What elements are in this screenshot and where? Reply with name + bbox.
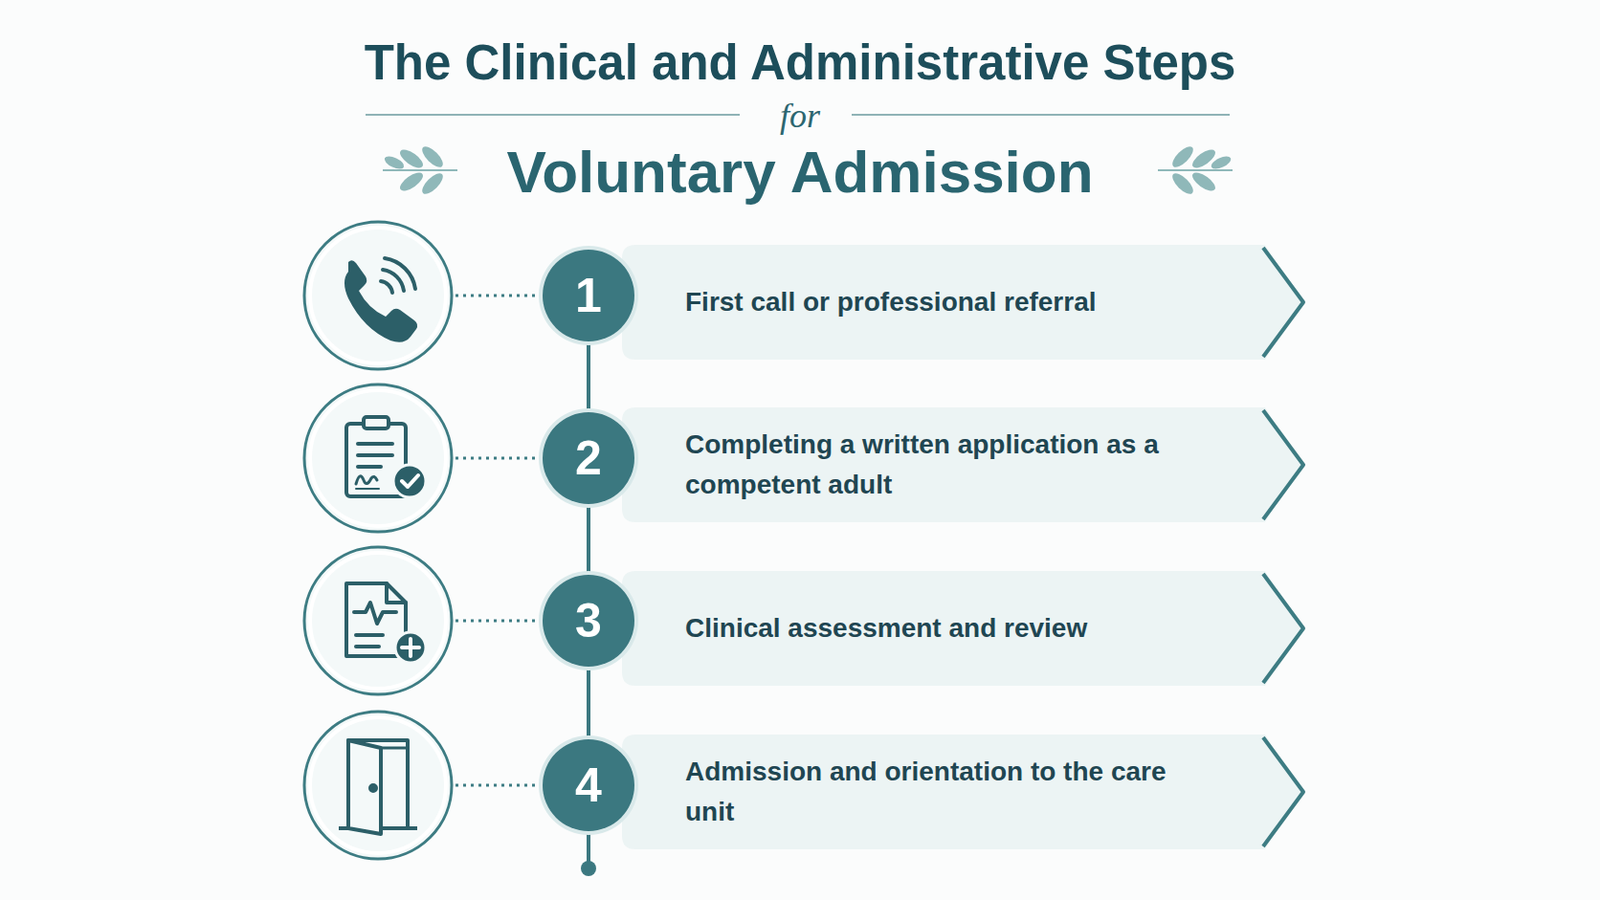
timeline-connector: [586, 666, 591, 740]
timeline-connector: [586, 504, 591, 576]
step-number: 2: [575, 434, 602, 483]
chevron-shape: [622, 407, 1308, 523]
step-number-circle: 1: [542, 249, 635, 342]
diagram-title: The Clinical and Administrative Steps: [0, 34, 1600, 92]
chevron-shape: [622, 734, 1308, 850]
title-connector-word: for: [779, 95, 821, 136]
step-number-circle: 3: [542, 575, 635, 667]
phone-icon: [344, 258, 418, 343]
icon-circle-inner: [310, 227, 446, 854]
leaf-ornament: [382, 143, 458, 198]
icon-circle: [304, 222, 452, 860]
step-chevron-box: First call or professional referral: [622, 244, 1308, 360]
step-text: Completing a written application as a co…: [685, 424, 1222, 506]
door-icon: [338, 740, 418, 835]
step-number: 3: [575, 597, 602, 645]
timeline-end-dot: [580, 861, 597, 877]
step-chevron-box: Clinical assessment and review: [622, 571, 1308, 687]
step-chevron-box: Admission and orientation to the care un…: [622, 734, 1308, 850]
timeline-connector: [586, 341, 591, 413]
clipboard-icon: [346, 417, 426, 498]
step-number: 1: [575, 271, 602, 320]
timeline-tail: [586, 831, 591, 867]
step-number: 4: [575, 761, 602, 810]
step-text: Admission and orientation to the care un…: [685, 752, 1222, 833]
step-chevron-box: Completing a written application as a co…: [622, 407, 1308, 523]
medical-document-icon: [346, 583, 426, 664]
step-text: First call or professional referral: [685, 282, 1222, 323]
title-rule: [365, 113, 740, 116]
dotted-leader: [455, 295, 536, 786]
leaf-ornament: [1157, 143, 1233, 198]
step-text: Clinical assessment and review: [685, 608, 1222, 649]
step-number-circle: 4: [542, 739, 635, 832]
title-rule: [851, 113, 1230, 116]
step-number-circle: 2: [542, 412, 635, 505]
title-subheading: Voluntary Admission: [506, 137, 1093, 206]
